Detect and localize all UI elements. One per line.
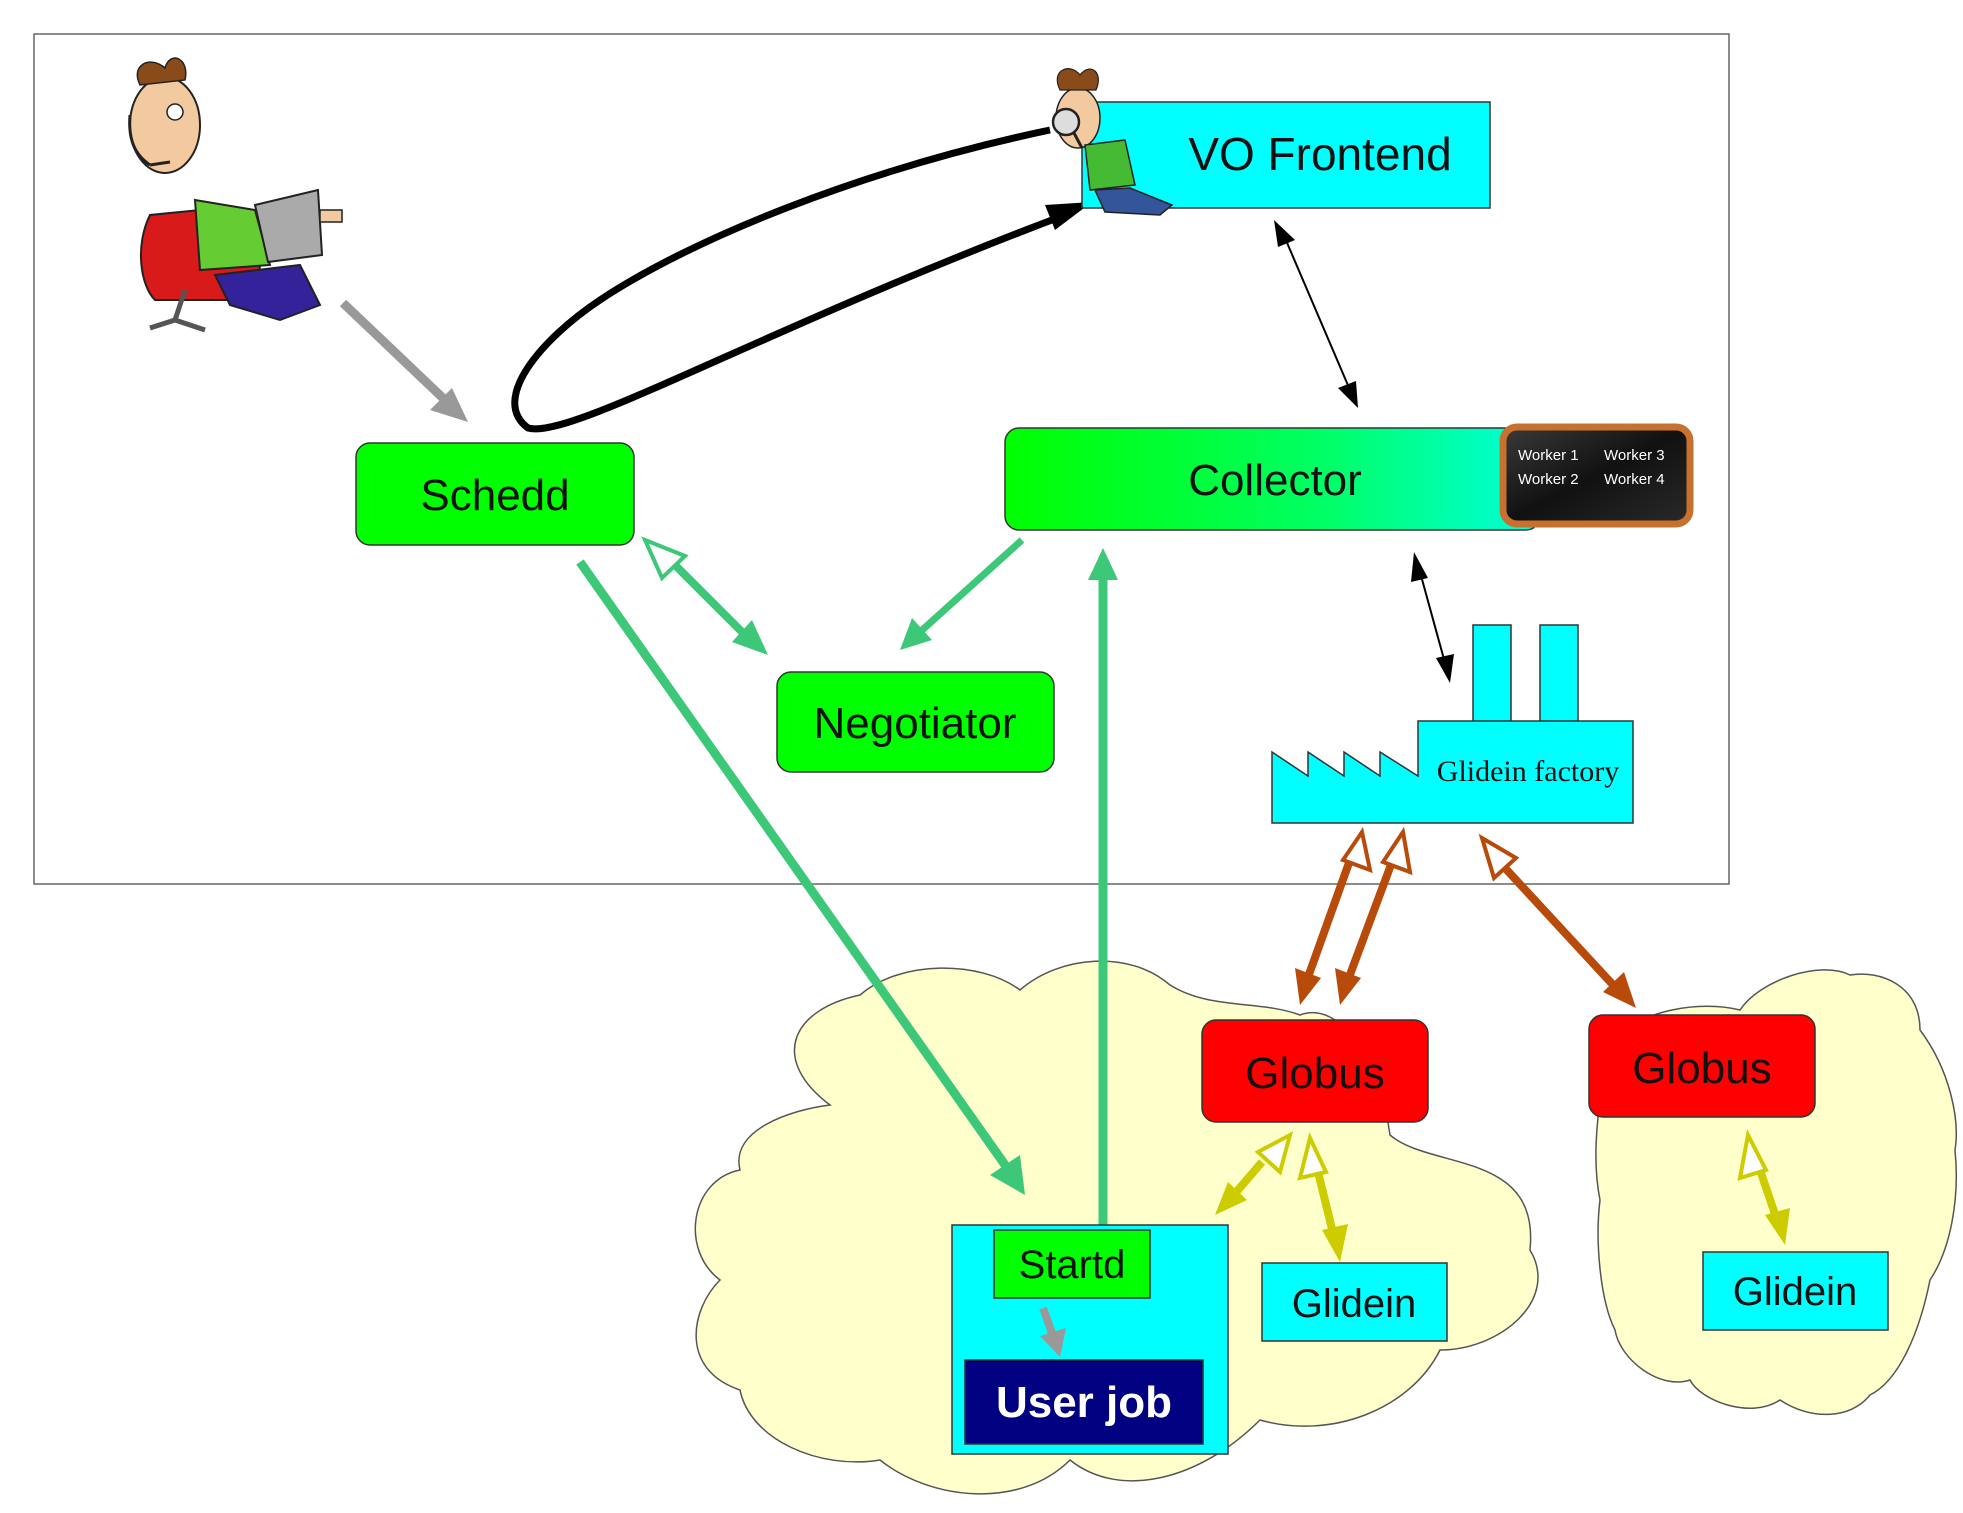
collector-box[interactable]: Collector bbox=[1004, 427, 1541, 531]
person-with-magnifier-icon bbox=[1051, 68, 1174, 216]
arrow-collector-factory bbox=[1411, 552, 1454, 683]
worker-label: Worker 3 bbox=[1604, 447, 1665, 464]
vo-frontend-label: VO Frontend bbox=[1188, 128, 1451, 180]
arrow-collector-to-negotiator bbox=[900, 537, 1025, 650]
arrow-frontend-collector bbox=[1274, 220, 1358, 408]
worker-label: Worker 1 bbox=[1518, 447, 1579, 464]
globus-box-1[interactable]: Globus bbox=[1201, 1019, 1429, 1123]
user-at-laptop-icon bbox=[128, 57, 343, 333]
arrow-startd-to-userjob bbox=[1039, 1306, 1066, 1357]
negotiator-label: Negotiator bbox=[813, 699, 1016, 748]
arrow-factory-globus-2 bbox=[1478, 833, 1636, 1008]
arrow-schedd-negotiator bbox=[641, 536, 768, 655]
globus-label: Globus bbox=[1632, 1044, 1771, 1093]
arrow-factory-globus-1b bbox=[1335, 826, 1413, 1005]
glidein-box-1[interactable]: Glidein bbox=[1261, 1262, 1448, 1342]
arrow-user-to-schedd bbox=[339, 299, 468, 422]
startd-box[interactable]: Startd bbox=[993, 1229, 1151, 1299]
factory-icon[interactable]: Glidein factory bbox=[1271, 624, 1634, 824]
glidein-box-2[interactable]: Glidein bbox=[1702, 1251, 1889, 1331]
arrow-globus-glidein-1 bbox=[1297, 1132, 1348, 1262]
globus-label: Globus bbox=[1245, 1049, 1384, 1098]
vo-frontend-box[interactable]: VO Frontend bbox=[1081, 101, 1491, 209]
schedd-box[interactable]: Schedd bbox=[355, 442, 635, 546]
glidein-label: Glidein bbox=[1733, 1270, 1858, 1314]
negotiator-box[interactable]: Negotiator bbox=[776, 671, 1055, 773]
arrow-globus-startd bbox=[1215, 1131, 1294, 1215]
vo-site-boundary bbox=[33, 33, 1730, 885]
schedd-label: Schedd bbox=[420, 471, 569, 520]
arrow-factory-globus-1a bbox=[1295, 826, 1373, 1005]
worker-label: Worker 4 bbox=[1604, 471, 1665, 488]
startd-label: Startd bbox=[1019, 1243, 1126, 1287]
worker-label: Worker 2 bbox=[1518, 471, 1579, 488]
user-job-box[interactable]: User job bbox=[964, 1359, 1204, 1445]
glidein-label: Glidein bbox=[1292, 1282, 1417, 1326]
glidein-factory-label: Glidein factory bbox=[1437, 755, 1619, 788]
arrow-schedd-to-startd bbox=[576, 559, 1025, 1195]
worker-pool-panel: Worker 1 Worker 3 Worker 2 Worker 4 bbox=[1499, 423, 1694, 528]
globus-box-2[interactable]: Globus bbox=[1588, 1014, 1816, 1118]
arrow-schedd-loop-frontend bbox=[511, 126, 1092, 433]
arrow-globus-glidein-2 bbox=[1737, 1128, 1790, 1245]
arrow-startd-to-collector bbox=[1088, 548, 1118, 1226]
collector-label: Collector bbox=[1188, 456, 1362, 505]
user-job-label: User job bbox=[996, 1378, 1172, 1427]
